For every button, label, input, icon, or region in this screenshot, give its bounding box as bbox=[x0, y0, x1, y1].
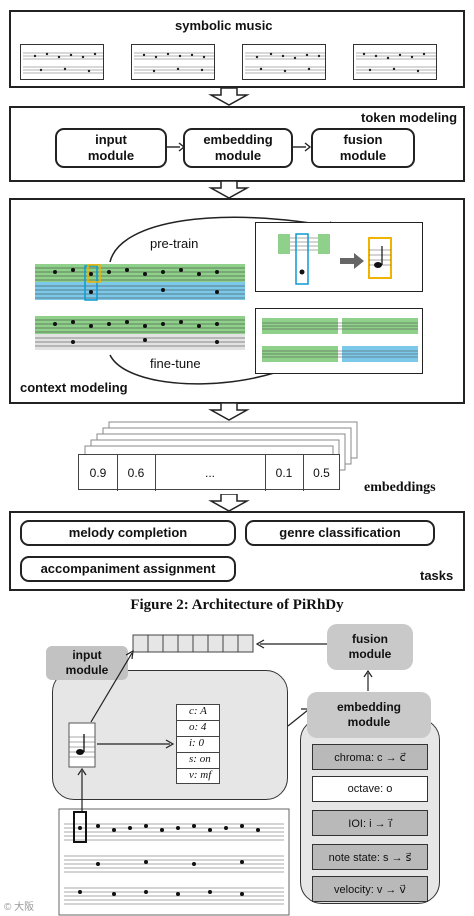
input-module-tag: input module bbox=[46, 646, 128, 680]
vector-to-fusion-arrow bbox=[255, 639, 329, 649]
sheet-music bbox=[58, 808, 290, 916]
embedding-vector: 0.9 0.6 ... 0.1 0.5 bbox=[78, 454, 340, 491]
embedding-to-fusion-arrow bbox=[363, 670, 373, 691]
task-accompaniment-assignment: accompaniment assignment bbox=[20, 556, 236, 582]
attr-chroma: c: A bbox=[177, 705, 219, 721]
attr-state: s: on bbox=[177, 753, 219, 769]
embedding-value: ... bbox=[155, 455, 266, 491]
embedding-value: 0.6 bbox=[117, 455, 156, 491]
flow-arrows bbox=[167, 142, 312, 152]
embeddings-label: embeddings bbox=[364, 480, 436, 495]
fine-tune-scores bbox=[262, 318, 418, 362]
token-modeling-title: token modeling bbox=[361, 110, 458, 125]
score-thumbnail bbox=[20, 44, 104, 80]
fusion-module-box: fusion module bbox=[311, 128, 415, 168]
attr-octave: o: 4 bbox=[177, 721, 219, 737]
note-state-embedding: note state: s → s⃗ bbox=[312, 844, 428, 870]
score-to-note-arrow bbox=[77, 768, 87, 811]
attr-ioi: i: 0 bbox=[177, 737, 219, 753]
embedding-value: 0.5 bbox=[313, 466, 330, 480]
input-module-box: input module bbox=[55, 128, 167, 168]
annotated-score bbox=[35, 264, 245, 350]
embedding-value: 0.9 bbox=[79, 455, 118, 491]
fine-tune-label: fine-tune bbox=[150, 356, 201, 371]
figure-caption: Figure 2: Architecture of PiRhDy bbox=[130, 597, 344, 613]
down-arrow-icon bbox=[208, 88, 250, 106]
embedding-attrs-list: chroma: c → c⃗ octave: o IOI: i → i⃗ not… bbox=[300, 718, 440, 904]
task-melody-completion: melody completion bbox=[20, 520, 236, 546]
velocity-embedding: velocity: v → v⃗ bbox=[312, 876, 428, 902]
score-thumbnail bbox=[131, 44, 215, 80]
tasks-label: tasks bbox=[420, 568, 454, 583]
pre-train-label: pre-train bbox=[150, 236, 199, 251]
down-arrow-icon bbox=[208, 403, 250, 421]
watermark: © 大阪 bbox=[4, 902, 35, 913]
score-thumbnail bbox=[353, 44, 437, 80]
down-arrow-icon bbox=[208, 181, 250, 199]
context-modeling-title: context modeling bbox=[20, 380, 128, 395]
note-to-attributes-arrow bbox=[97, 739, 175, 749]
chroma-embedding: chroma: c → c⃗ bbox=[312, 744, 428, 770]
fusion-module-box: fusion module bbox=[327, 624, 413, 670]
embedding-module-box: embedding module bbox=[307, 692, 431, 738]
note-attributes-table: c: A o: 4 i: 0 s: on v: mf bbox=[176, 704, 220, 784]
symbolic-music-title: symbolic music bbox=[175, 18, 273, 33]
note-to-vector-arrow bbox=[90, 649, 134, 723]
ioi-embedding: IOI: i → i⃗ bbox=[312, 810, 428, 836]
task-genre-classification: genre classification bbox=[245, 520, 435, 546]
note-completion-visual bbox=[278, 233, 392, 285]
score-thumbnail bbox=[242, 44, 326, 80]
embedding-value: 0.1 bbox=[265, 455, 304, 491]
down-arrow-icon bbox=[208, 494, 250, 512]
octave-embedding: octave: o bbox=[312, 776, 428, 802]
attr-velocity: v: mf bbox=[189, 769, 212, 781]
single-note-card bbox=[68, 722, 96, 768]
output-vector bbox=[132, 634, 254, 653]
pre-train-illustration bbox=[255, 222, 423, 292]
embedding-module-box: embedding module bbox=[183, 128, 293, 168]
